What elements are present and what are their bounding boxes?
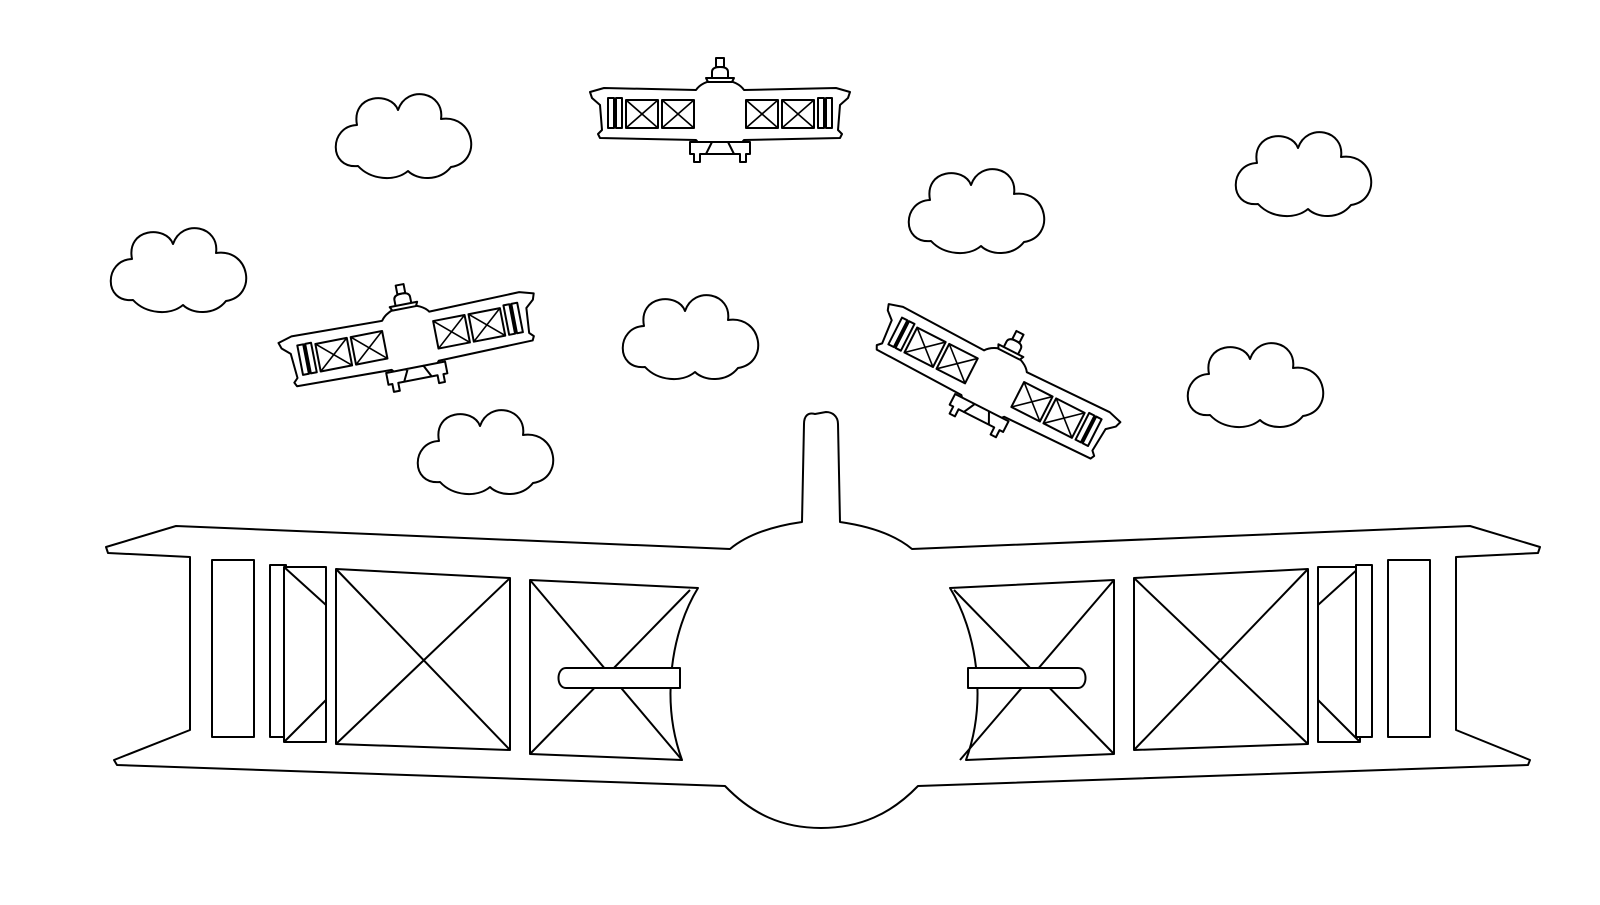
biplane-icon [105, 411, 1541, 829]
